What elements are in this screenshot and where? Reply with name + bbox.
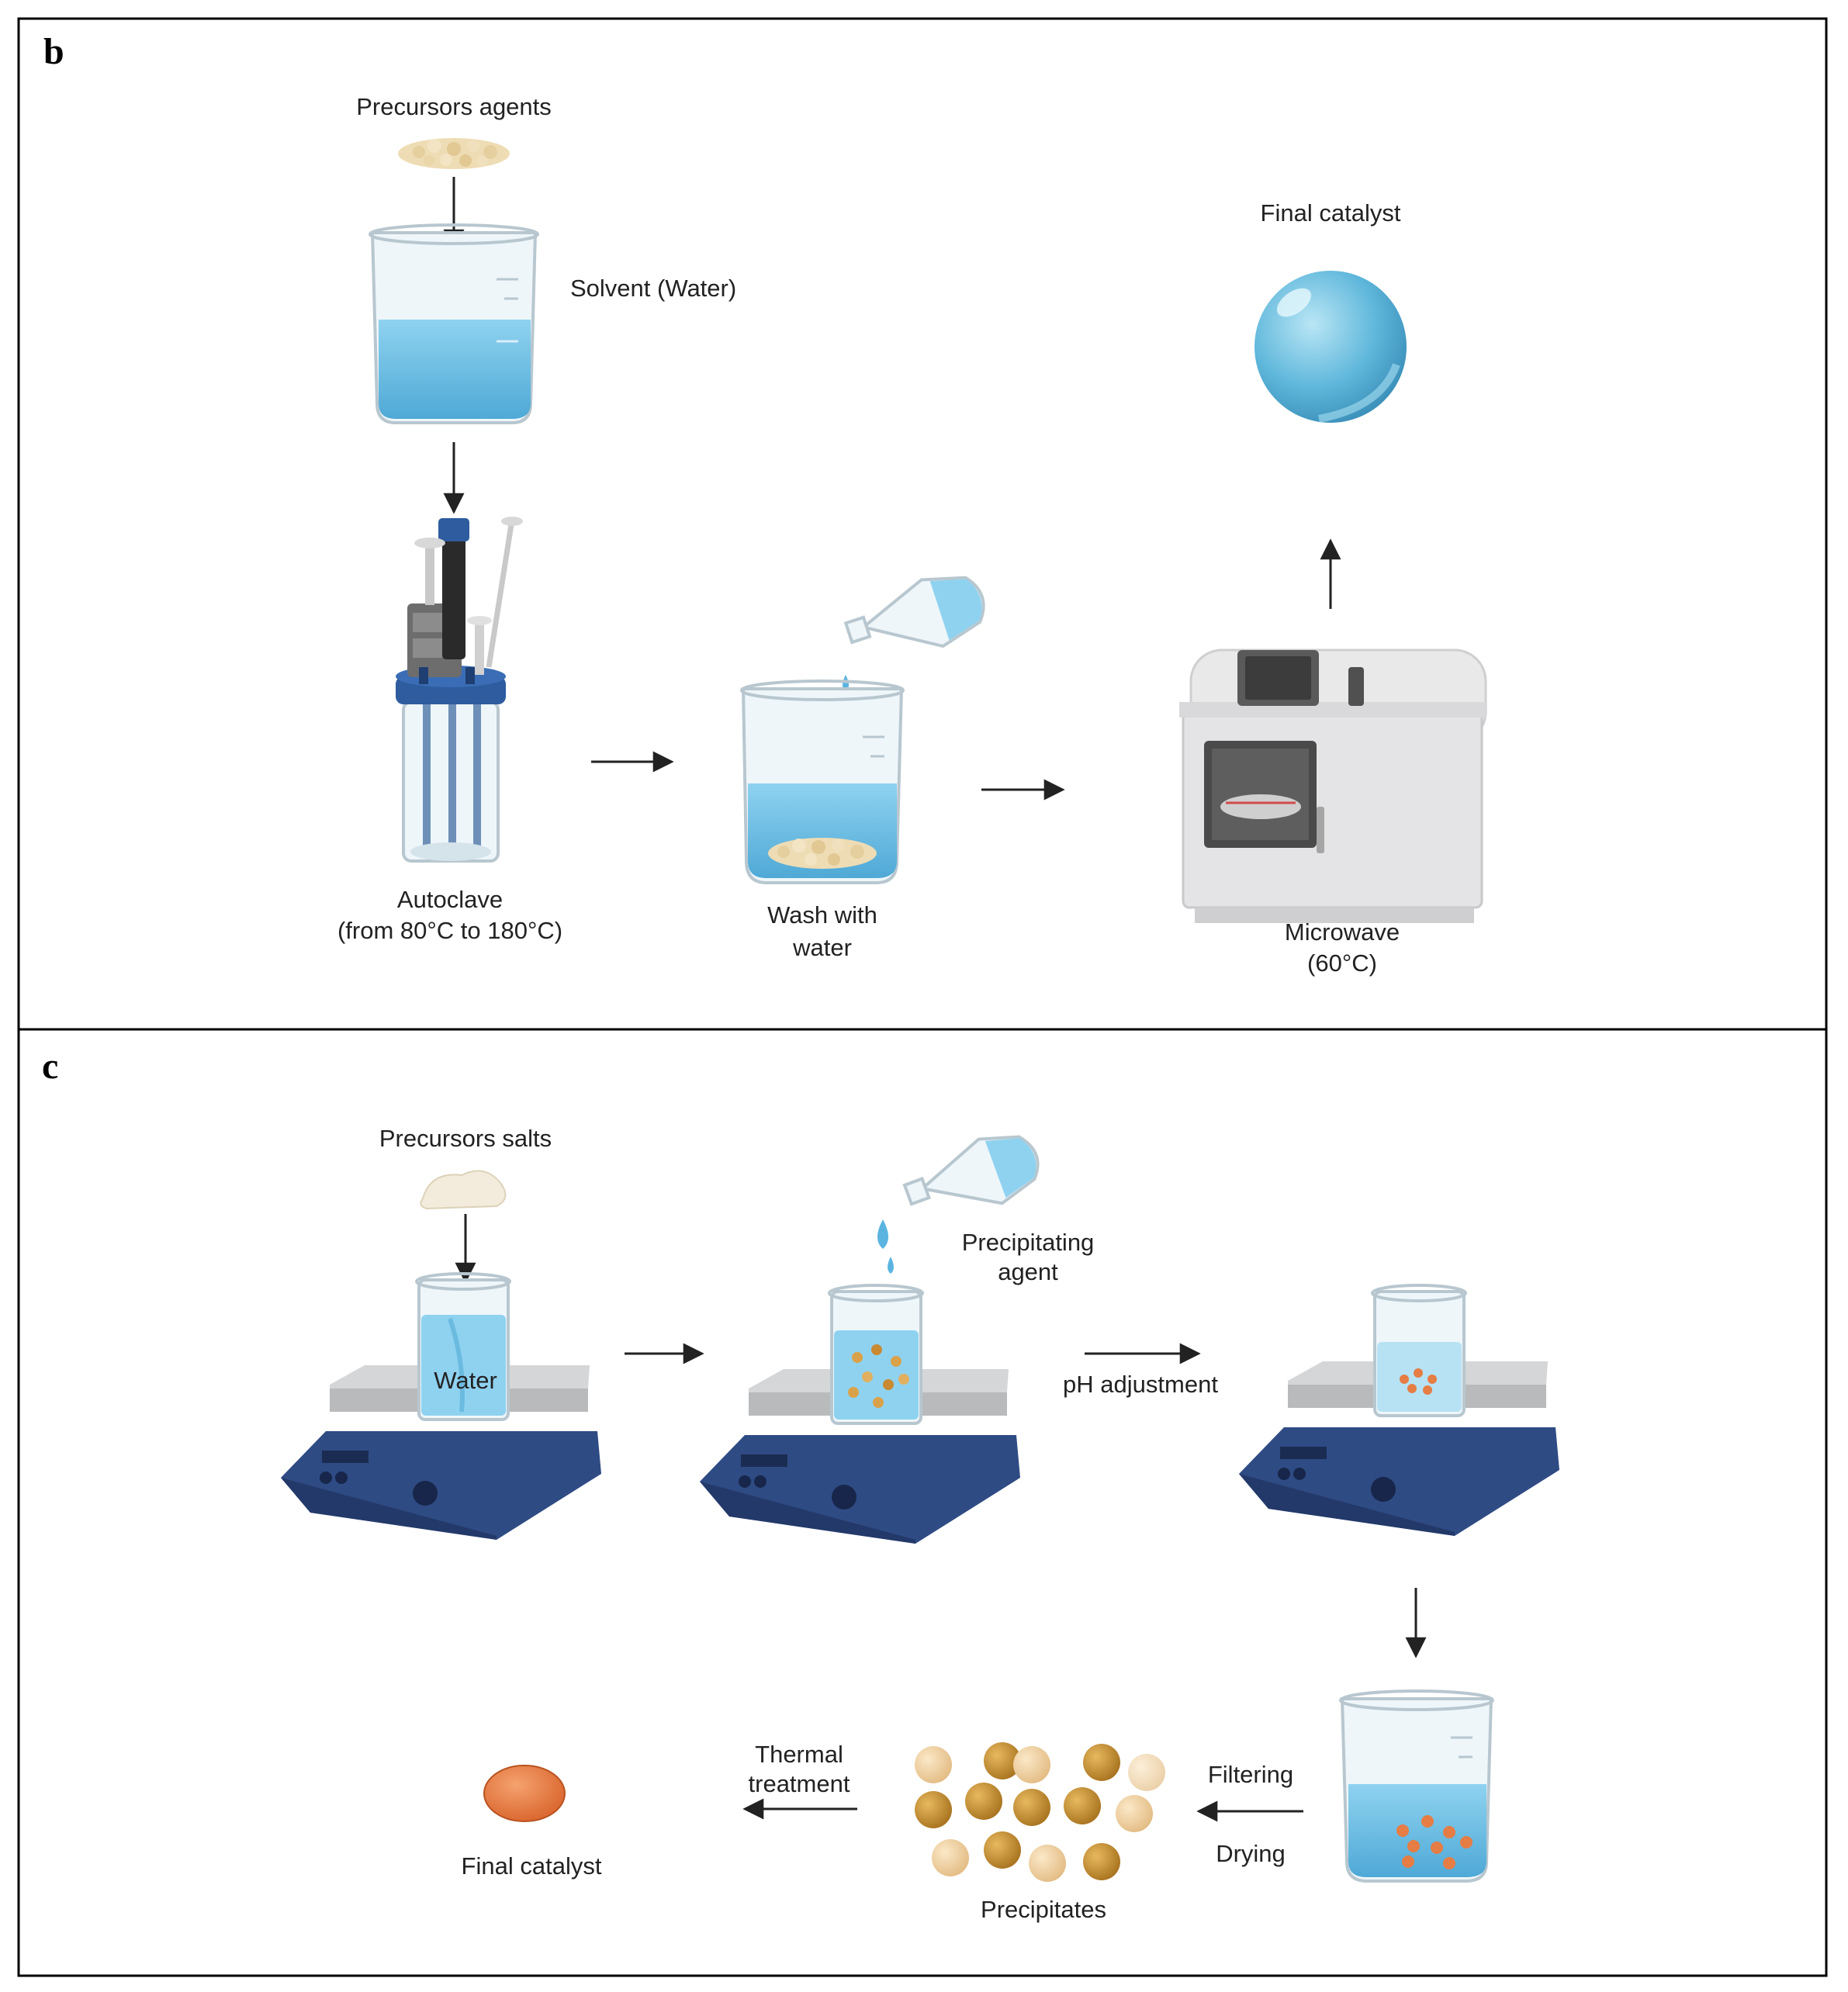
thermal-treatment-label: treatment	[749, 1770, 850, 1797]
precipitating-drops-icon	[877, 1219, 894, 1274]
panel-b: b Precursors agents Solvent (Water)	[17, 17, 1828, 1031]
microwave-label: Microwave	[1285, 918, 1400, 946]
precursors-salts-label: Precursors salts	[379, 1125, 552, 1152]
panel-b-letter: b	[43, 31, 64, 72]
solvent-beaker-icon	[369, 223, 539, 424]
precursor-salts-icon	[420, 1170, 507, 1210]
pouring-flask-icon	[843, 576, 985, 648]
stirrer-1-icon	[281, 1272, 601, 1540]
stirrer-3-icon	[1239, 1284, 1559, 1536]
precipitating-flask-icon	[902, 1135, 1040, 1206]
panel-c-border	[17, 1028, 1828, 1977]
autoclave-label: Autoclave	[397, 886, 503, 913]
panel-c-letter: c	[42, 1046, 58, 1087]
autoclave-icon	[396, 517, 523, 863]
filtering-label: Filtering	[1208, 1761, 1293, 1788]
stirrer-2-icon	[700, 1284, 1020, 1544]
ph-adjustment-label: pH adjustment	[1063, 1371, 1218, 1398]
precipitates-label: Precipitates	[981, 1896, 1106, 1923]
precursors-agents-label: Precursors agents	[356, 93, 552, 120]
thermal-label: Thermal	[755, 1741, 843, 1768]
wash-beaker-icon	[740, 680, 905, 884]
final-catalyst-b-label: Final catalyst	[1261, 199, 1401, 227]
final-catalyst-orange-icon	[483, 1765, 566, 1822]
precipitating-agent-label: Precipitating	[962, 1229, 1095, 1256]
microwave-icon	[1179, 648, 1487, 923]
panel-c: c Precursors salts Water	[17, 1028, 1828, 1977]
precursor-powder-icon	[398, 138, 510, 169]
wash-label: Wash with	[767, 901, 877, 929]
drying-label: Drying	[1216, 1840, 1286, 1867]
water-label: Water	[434, 1367, 497, 1394]
final-catalyst-c-label: Final catalyst	[462, 1852, 602, 1880]
precipitating-agent-label-2: agent	[998, 1258, 1058, 1285]
panel-b-border	[17, 17, 1828, 1031]
filtering-beaker-icon	[1339, 1689, 1494, 1883]
microwave-temp-label: (60°C)	[1307, 949, 1377, 977]
wash-water-label: water	[792, 934, 852, 961]
precipitates-icon	[915, 1742, 1165, 1882]
solvent-water-label: Solvent (Water)	[570, 275, 736, 302]
autoclave-temp-label: (from 80°C to 180°C)	[337, 917, 562, 944]
final-catalyst-sphere-icon	[1254, 271, 1407, 423]
